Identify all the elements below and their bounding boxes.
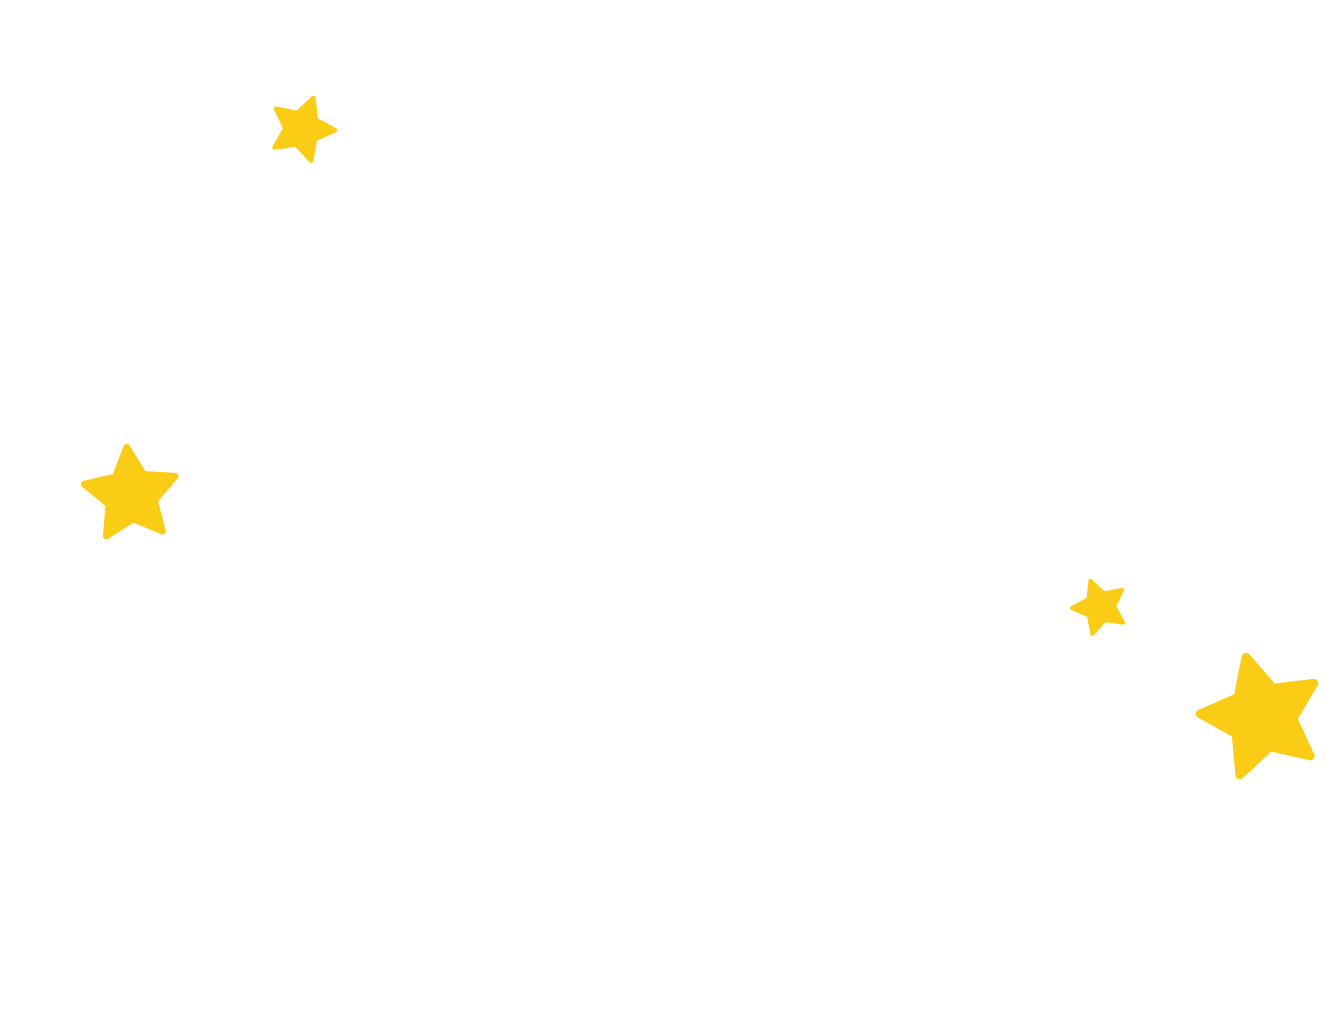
star-shape <box>1070 578 1126 636</box>
star-icon <box>80 443 179 540</box>
star-shape <box>272 95 338 164</box>
star-icon <box>1195 652 1319 780</box>
star-icon <box>272 95 338 164</box>
star-shape <box>1195 652 1319 780</box>
star-shape <box>80 443 179 540</box>
star-icon <box>1070 578 1126 636</box>
